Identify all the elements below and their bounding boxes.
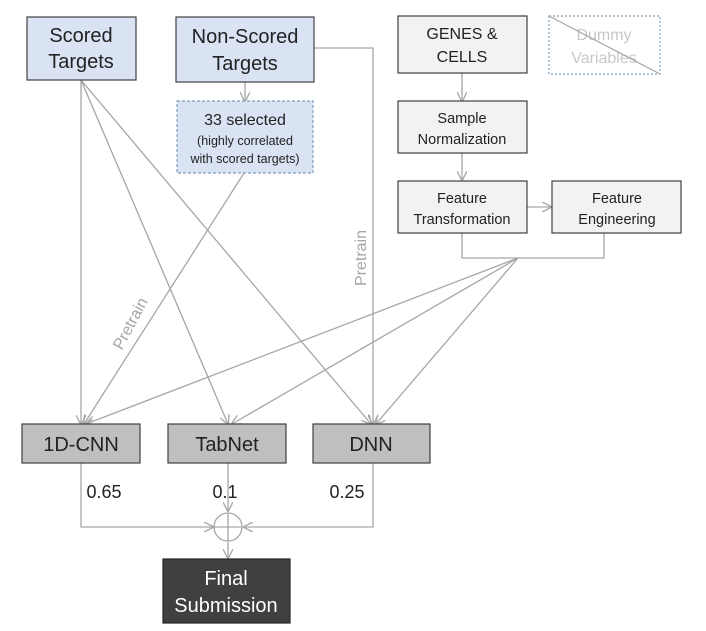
- final-submission-node: Final Submission: [162, 558, 291, 624]
- final-line2: Submission: [174, 595, 277, 617]
- weighted-sum-node: [213, 512, 243, 542]
- dummy-line1: Dummy: [576, 27, 631, 44]
- feature-transformation-node: Feature Transformation: [397, 180, 528, 234]
- scored-targets-node: Scored Targets: [26, 16, 137, 81]
- nonscored-targets-line2: Targets: [212, 53, 278, 75]
- sample-norm-line2: Normalization: [418, 132, 507, 148]
- tabnet-model-node: TabNet: [167, 423, 287, 464]
- cnn-weight: 0.65: [86, 482, 121, 502]
- edges: [80, 47, 605, 558]
- final-line1: Final: [204, 568, 247, 590]
- dummy-line2: Variables: [571, 50, 637, 67]
- genes-cells-line2: CELLS: [437, 49, 488, 66]
- dnn-model-node: DNN: [312, 423, 431, 464]
- feat-engineering-line1: Feature: [592, 191, 642, 207]
- edge-features-to-cnn: [86, 257, 519, 424]
- tabnet-label: TabNet: [195, 434, 259, 456]
- dnn-label: DNN: [349, 434, 392, 456]
- nonscored-targets-line1: Non-Scored: [192, 26, 299, 48]
- edge-feature-merge: [461, 233, 605, 259]
- genes-cells-line1: GENES &: [426, 26, 497, 43]
- edge-scored-to-tabnet: [80, 79, 228, 424]
- pretrain-label-cnn: Pretrain: [110, 295, 151, 352]
- selected-line2: (highly correlated: [197, 134, 293, 148]
- nonscored-targets-node: Non-Scored Targets: [175, 16, 315, 83]
- scored-targets-line2: Targets: [48, 51, 114, 73]
- edge-cnn-to-sum: [80, 463, 213, 527]
- feat-transform-line1: Feature: [437, 191, 487, 207]
- feature-engineering-node: Feature Engineering: [551, 180, 682, 234]
- feat-transform-line2: Transformation: [414, 212, 511, 228]
- selected-targets-node: 33 selected (highly correlated with scor…: [176, 100, 314, 174]
- selected-line1: 33 selected: [204, 112, 286, 129]
- pretrain-label-dnn: Pretrain: [353, 230, 370, 286]
- selected-line3: with scored targets): [189, 152, 299, 166]
- sample-normalization-node: Sample Normalization: [397, 100, 528, 154]
- scored-targets-line1: Scored: [49, 25, 112, 47]
- genes-cells-node: GENES & CELLS: [397, 15, 528, 74]
- cnn-model-node: 1D-CNN: [21, 423, 141, 464]
- edge-scored-to-dnn: [80, 79, 371, 424]
- edge-selected-to-cnn: [84, 172, 245, 424]
- dummy-variables-node: Dummy Variables: [548, 15, 661, 75]
- feat-engineering-line2: Engineering: [578, 212, 655, 228]
- edge-features-to-tabnet: [232, 257, 519, 424]
- tabnet-weight: 0.1: [212, 482, 237, 502]
- sample-norm-line1: Sample: [437, 111, 486, 127]
- edge-nonscored-to-dnn: [314, 47, 373, 424]
- edge-dnn-to-sum: [244, 463, 374, 527]
- strike-through-line: [548, 15, 661, 75]
- dnn-weight: 0.25: [329, 482, 364, 502]
- edge-features-to-dnn: [376, 257, 519, 424]
- cnn-label: 1D-CNN: [43, 434, 119, 456]
